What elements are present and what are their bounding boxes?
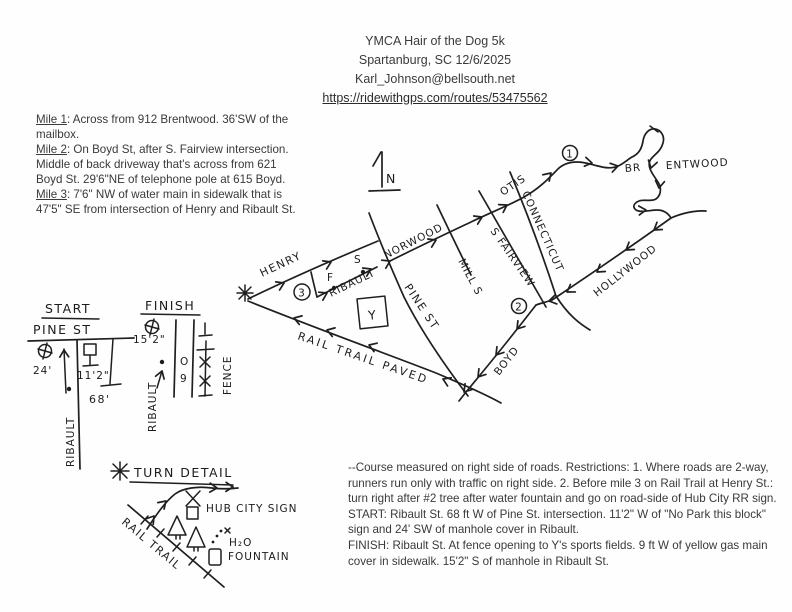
s-fairview-label: S FAIRVIEW xyxy=(488,226,538,290)
finish-point-dot xyxy=(159,359,165,365)
svg-text:2: 2 xyxy=(515,302,523,314)
tree-icon xyxy=(167,515,187,540)
brentwood-loop-tick xyxy=(649,125,659,133)
hub-city-sign-label: HUB CITY SIGN xyxy=(206,503,297,515)
water-fountain-icon xyxy=(208,527,231,566)
ribault-label: RIBAULT xyxy=(327,267,377,300)
finish-manhole-distance: 15'2" xyxy=(133,334,166,346)
start-point-dot xyxy=(66,386,72,392)
course-note-line: turn right after #2 tree after water fou… xyxy=(348,492,777,506)
mile1-label: Mile 1 xyxy=(36,113,67,126)
mile3-marker: 3 xyxy=(293,283,311,301)
svg-text:S: S xyxy=(354,254,362,266)
mile3-label: Mile 3 xyxy=(36,188,67,201)
fountain-label-line2: FOUNTAIN xyxy=(228,551,290,563)
finish-detail-inset: FINISH 15'2" RIBAULT O 9 FENCE xyxy=(133,298,234,432)
henry-road xyxy=(247,240,379,300)
brentwood-label-right: ENTWOOD xyxy=(666,157,729,172)
start-detail-title: START xyxy=(45,301,91,316)
finish-detail-title: FINISH xyxy=(145,298,195,313)
contact-email: Karl_Johnson@bellsouth.net xyxy=(354,72,516,86)
turn-detail-inset: TURN DETAIL RAIL TRAIL HUB CITY SIGN xyxy=(110,461,297,588)
course-note-line: --Course measured on right side of roads… xyxy=(348,461,769,474)
pine-st-label: PINE ST xyxy=(402,281,442,332)
pine-st-road xyxy=(368,212,469,397)
connecticut-label: CONNECTICUT xyxy=(519,189,565,274)
course-note-line: runners run only with traffic on right s… xyxy=(348,476,774,490)
svg-text:Y: Y xyxy=(366,307,378,323)
henry-label: HENRY xyxy=(258,249,304,280)
start-detail-inset: START PINE ST 24' 11'2" 68' RIBAULT xyxy=(27,301,135,470)
fence-icon xyxy=(196,322,215,397)
brentwood-side-road xyxy=(670,210,707,219)
hub-city-sign-icon xyxy=(185,490,201,520)
map-markers: 1 2 3 S F Y xyxy=(236,144,579,330)
connecticut-road xyxy=(509,171,591,331)
asterisk-icon xyxy=(110,461,130,481)
mile2-note: Mile 2: On Boyd St, after S. Fairview in… xyxy=(36,142,296,187)
mill-s-label: MILL S xyxy=(455,257,484,298)
mile3-note: Mile 3: 7'6" NW of water main in sidewal… xyxy=(36,187,296,217)
mile3-connector-road xyxy=(310,271,318,298)
fence-label: FENCE xyxy=(222,356,234,396)
s-fairview-road xyxy=(478,190,547,308)
course-notes: --Course measured on right side of roads… xyxy=(348,460,782,569)
mile-notes: Mile 1: Across from 912 Brentwood. 36'SW… xyxy=(36,112,296,217)
turn-path xyxy=(146,486,239,530)
route-url-link[interactable]: https://ridewithgps.com/routes/53475562 xyxy=(322,91,548,105)
boyd-road xyxy=(458,304,537,402)
sign-distance: 11'2" xyxy=(77,370,110,382)
mill-s-road xyxy=(436,204,472,276)
page-title: YMCA Hair of the Dog 5k xyxy=(365,34,505,48)
ymca-building: Y xyxy=(356,295,389,330)
start-detail-ribault-label: RIBAULT xyxy=(65,417,77,467)
gas-main-distance: 9 xyxy=(180,373,188,385)
hollywood-road xyxy=(551,217,672,301)
manhole-distance: 24' xyxy=(33,365,52,377)
course-note-line: START: Ribault St. 68 ft W of Pine St. i… xyxy=(348,507,766,521)
turn-detail-title: TURN DETAIL xyxy=(133,465,233,480)
mile2-marker: 2 xyxy=(510,297,528,315)
mile1-marker: 1 xyxy=(561,144,579,162)
manhole-icon xyxy=(37,342,53,360)
start-detail-street-label: PINE ST xyxy=(33,322,92,337)
fountain-label-line1: H₂O xyxy=(229,537,252,549)
brentwood-label-left: BR xyxy=(624,162,641,175)
total-distance: 68' xyxy=(89,393,111,406)
start-point-marker: S xyxy=(354,254,366,275)
svg-text:1: 1 xyxy=(566,149,574,161)
north-arrow-icon: N xyxy=(368,151,401,192)
rail-trail-label: RAIL TRAIL PAVED xyxy=(296,330,430,387)
location-date: Spartanburg, SC 12/6/2025 xyxy=(358,53,512,67)
course-note-line: FINISH: Ribault St. At fence opening to … xyxy=(348,538,768,552)
rail-trail-road xyxy=(247,300,502,404)
gas-main-cover: O xyxy=(180,356,189,368)
no-park-sign-icon xyxy=(82,343,99,367)
finish-detail-ribault-label: RIBAULT xyxy=(147,382,159,432)
manhole-icon xyxy=(144,318,160,336)
mile1-text: : Across from 912 Brentwood. 36'SW of th… xyxy=(36,113,289,141)
course-note-line: sign and 24' SW of manhole cover in Riba… xyxy=(348,523,579,537)
north-label: N xyxy=(386,171,397,186)
mile2-label: Mile 2 xyxy=(36,143,67,156)
mile1-note: Mile 1: Across from 912 Brentwood. 36'SW… xyxy=(36,112,296,142)
tree-icon xyxy=(186,526,206,552)
svg-text:F: F xyxy=(327,272,334,284)
turn-point-asterisk-icon xyxy=(236,284,254,302)
mile2-text: : On Boyd St, after S. Fairview intersec… xyxy=(36,143,289,186)
svg-text:3: 3 xyxy=(298,288,306,300)
mile3-text: : 7'6" NW of water main in sidewalk that… xyxy=(36,188,296,216)
header: YMCA Hair of the Dog 5k Spartanburg, SC … xyxy=(285,32,585,108)
finish-point-marker: F xyxy=(327,272,337,291)
course-note-line: cover in sidewalk. 15'2" S of manhole in… xyxy=(348,554,609,568)
